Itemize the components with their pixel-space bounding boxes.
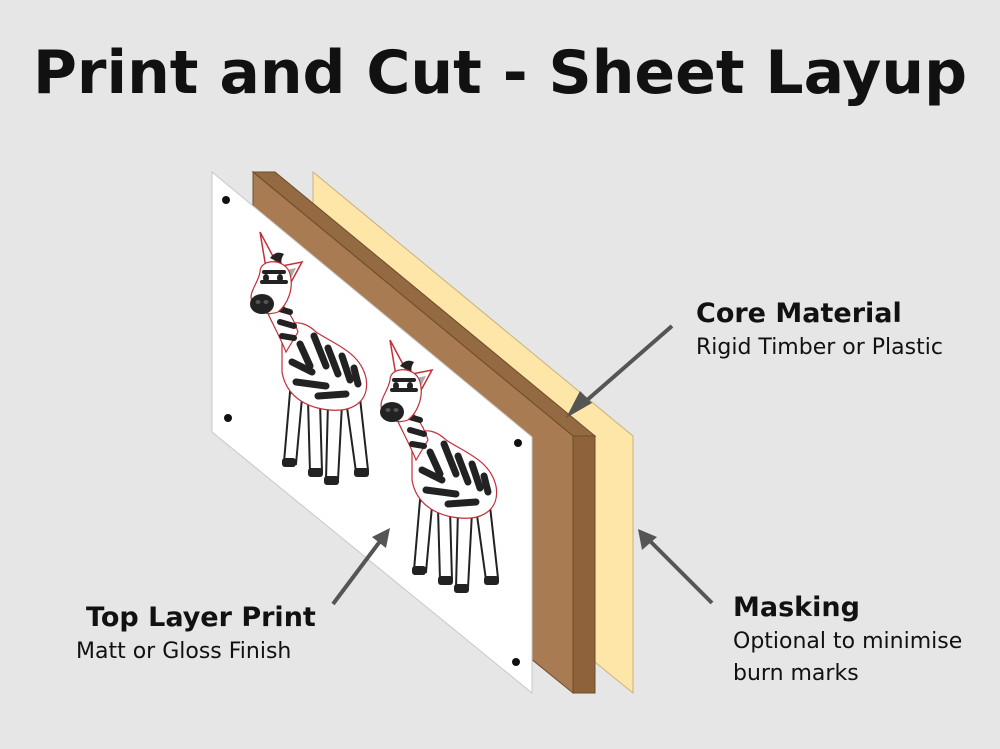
core-material-heading: Core Material [696,298,902,329]
top-layer-arrow [331,528,390,606]
top-layer-description: Matt or Gloss Finish [76,639,292,664]
mounting-hole [224,414,232,422]
top-layer-label: Top Layer Print Matt or Gloss Finish [76,600,316,668]
page-title: Print and Cut - Sheet Layup [32,38,968,108]
core-material-arrow [566,324,674,418]
mounting-hole [514,439,522,447]
core-material-description: Rigid Timber or Plastic [696,335,943,360]
mounting-hole [222,196,230,204]
masking-heading: Masking [733,592,860,623]
masking-description-line-1: Optional to minimise [733,629,963,654]
core-material-edge [572,435,596,694]
mounting-hole [512,658,520,666]
masking-arrow [638,529,714,605]
top-layer-heading: Top Layer Print [86,602,316,633]
core-material-label: Core Material Rigid Timber or Plastic [696,296,943,364]
masking-description-line-2: burn marks [733,661,859,686]
masking-label: Masking Optional to minimise burn marks [733,590,962,690]
